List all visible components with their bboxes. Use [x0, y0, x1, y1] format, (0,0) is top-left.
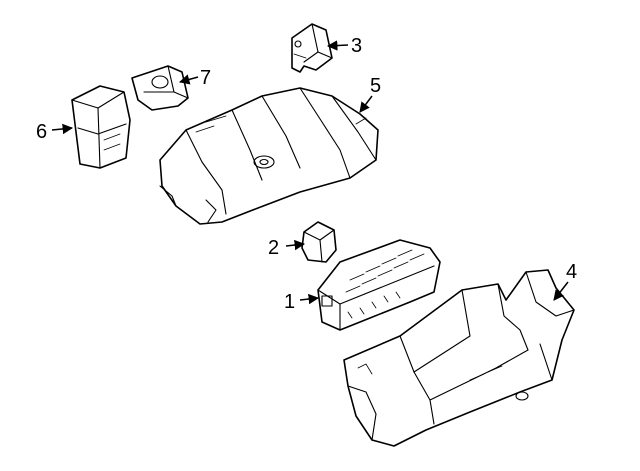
- part-4-lower-housing[interactable]: [343, 269, 575, 447]
- leader-5: [359, 95, 373, 113]
- callout-7: 7: [200, 67, 211, 89]
- leader-7: [178, 74, 199, 85]
- part-6-cap[interactable]: [71, 85, 131, 169]
- callout-1: 1: [284, 291, 295, 313]
- callout-3: 3: [351, 35, 362, 57]
- part-2-relay[interactable]: [301, 221, 337, 263]
- callout-4: 4: [566, 261, 577, 283]
- part-5-lid[interactable]: [159, 87, 379, 225]
- leader-4: [553, 281, 569, 301]
- callout-2: 2: [268, 237, 279, 259]
- leader-6: [51, 123, 74, 135]
- leader-1: [299, 293, 320, 305]
- leader-2: [285, 239, 306, 251]
- part-3-bracket[interactable]: [291, 23, 333, 73]
- part-7-cover[interactable]: [131, 65, 189, 111]
- callout-6: 6: [36, 121, 47, 143]
- callout-5: 5: [370, 75, 381, 97]
- leader-3: [326, 40, 349, 51]
- part-1-fuse-block[interactable]: [317, 239, 441, 331]
